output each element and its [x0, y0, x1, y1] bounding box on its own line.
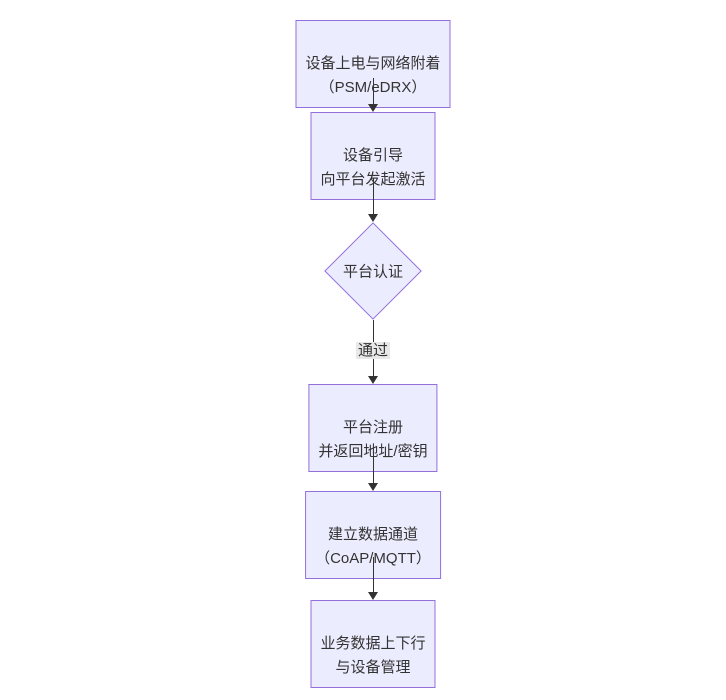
- node-business-data-mgmt: 业务数据上下行 与设备管理: [310, 600, 436, 688]
- edge-line: [372, 178, 374, 216]
- arrowhead-down-icon: [368, 376, 378, 384]
- edge-register-to-channel: [366, 450, 380, 491]
- edge-label-pass: 通过: [355, 342, 391, 359]
- arrowhead-down-icon: [368, 592, 378, 600]
- node-platform-auth: 平台认证: [323, 222, 423, 320]
- node-label: 业务数据上下行 与设备管理: [320, 635, 426, 676]
- edge-power-to-bootstrap: [366, 78, 380, 112]
- edge-line: [372, 78, 374, 106]
- arrowhead-down-icon: [368, 483, 378, 491]
- node-label: 平台认证: [342, 263, 404, 281]
- edge-bootstrap-to-auth: [366, 178, 380, 222]
- edge-line: [372, 557, 374, 594]
- arrowhead-down-icon: [368, 214, 378, 222]
- edge-channel-to-business: [366, 557, 380, 600]
- edge-auth-to-register: 通过: [355, 320, 391, 384]
- edge-line: [372, 450, 374, 485]
- arrowhead-down-icon: [368, 104, 378, 112]
